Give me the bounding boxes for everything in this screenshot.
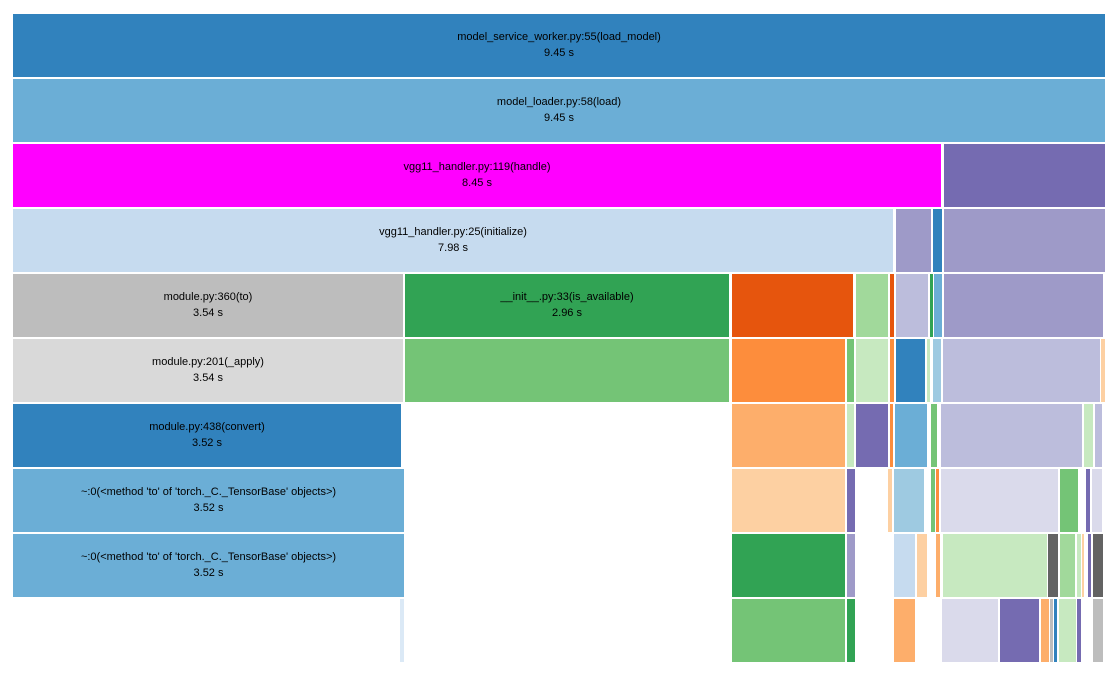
- frame-fragment[interactable]: [927, 339, 930, 402]
- frame-fragment[interactable]: [732, 404, 845, 467]
- frame-fragment[interactable]: [933, 209, 942, 272]
- frame-fragment[interactable]: [931, 469, 935, 532]
- frame-fragment[interactable]: [732, 534, 845, 597]
- frame-fragment[interactable]: [933, 339, 941, 402]
- frame-fragment[interactable]: [1088, 534, 1091, 597]
- frame-fragment[interactable]: [894, 469, 924, 532]
- frame-time: 3.54 s: [193, 307, 223, 319]
- frame-fragment[interactable]: [942, 599, 998, 662]
- frame-fragment[interactable]: [930, 274, 933, 337]
- frame-time: 9.45 s: [544, 47, 574, 59]
- frame-label: vgg11_handler.py:25(initialize): [379, 226, 527, 238]
- frame-fragment[interactable]: [1059, 599, 1076, 662]
- frame-fragment[interactable]: [847, 404, 854, 467]
- frame-label: model_service_worker.py:55(load_model): [457, 31, 661, 43]
- frame-time: 9.45 s: [544, 112, 574, 124]
- frame-time: 7.98 s: [438, 242, 468, 254]
- frame-fragment[interactable]: [400, 599, 404, 662]
- frame-time: 3.54 s: [193, 372, 223, 384]
- frame-block[interactable]: model_service_worker.py:55(load_model) 9.…: [13, 14, 1105, 77]
- frame-block[interactable]: __init__.py:33(is_available) 2.96 s: [405, 274, 729, 337]
- frame-fragment[interactable]: [1048, 534, 1058, 597]
- frame-label: module.py:201(_apply): [152, 356, 264, 368]
- frame-label: module.py:360(to): [163, 291, 253, 303]
- frame-fragment[interactable]: [1101, 339, 1105, 402]
- frame-fragment[interactable]: [856, 274, 888, 337]
- frame-block[interactable]: vgg11_handler.py:25(initialize) 7.98 s: [13, 209, 893, 272]
- frame-time: 3.52 s: [192, 437, 222, 449]
- frame-fragment[interactable]: [944, 144, 1105, 207]
- frame-fragment[interactable]: [1093, 534, 1103, 597]
- frame-time: 2.96 s: [552, 307, 582, 319]
- frame-fragment[interactable]: [1054, 599, 1057, 662]
- frame-fragment[interactable]: [1041, 599, 1049, 662]
- frame-label: __init__.py:33(is_available): [500, 291, 634, 303]
- frame-fragment[interactable]: [890, 404, 893, 467]
- frame-fragment[interactable]: [847, 469, 855, 532]
- frame-fragment[interactable]: [732, 469, 845, 532]
- frame-fragment[interactable]: [936, 534, 940, 597]
- frame-fragment[interactable]: [856, 404, 888, 467]
- frame-fragment[interactable]: [732, 339, 845, 402]
- frame-fragment[interactable]: [941, 469, 1058, 532]
- frame-fragment[interactable]: [847, 339, 854, 402]
- frame-fragment[interactable]: [936, 469, 939, 532]
- frame-label: model_loader.py:58(load): [496, 96, 622, 108]
- frame-fragment[interactable]: [894, 534, 915, 597]
- frame-fragment[interactable]: [894, 599, 915, 662]
- frame-fragment[interactable]: [890, 274, 894, 337]
- frame-block[interactable]: module.py:360(to) 3.54 s: [13, 274, 403, 337]
- frame-fragment[interactable]: [1093, 599, 1103, 662]
- frame-block[interactable]: vgg11_handler.py:119(handle) 8.45 s: [13, 144, 941, 207]
- frame-fragment[interactable]: [888, 469, 892, 532]
- frame-fragment[interactable]: [943, 339, 1100, 402]
- frame-fragment[interactable]: [1095, 404, 1102, 467]
- frame-fragment[interactable]: [1086, 469, 1090, 532]
- frame-fragment[interactable]: [934, 274, 942, 337]
- frame-block[interactable]: ~:0(<method 'to' of 'torch._C._TensorBas…: [13, 534, 404, 597]
- frame-fragment[interactable]: [895, 404, 927, 467]
- frame-block[interactable]: model_loader.py:58(load) 9.45 s: [13, 79, 1105, 142]
- frame-fragment[interactable]: [847, 599, 855, 662]
- frame-fragment[interactable]: [944, 209, 1105, 272]
- frame-fragment[interactable]: [1084, 404, 1093, 467]
- frame-fragment[interactable]: [1077, 599, 1081, 662]
- frame-fragment[interactable]: [944, 274, 1103, 337]
- frame-fragment[interactable]: [1077, 534, 1081, 597]
- frame-fragment[interactable]: [896, 209, 931, 272]
- frame-fragment[interactable]: [1000, 599, 1039, 662]
- frame-block[interactable]: module.py:438(convert) 3.52 s: [13, 404, 401, 467]
- frame-time: 8.45 s: [462, 177, 492, 189]
- frame-block[interactable]: ~:0(<method 'to' of 'torch._C._TensorBas…: [13, 469, 404, 532]
- frame-fragment[interactable]: [896, 339, 925, 402]
- frame-fragment[interactable]: [1082, 534, 1084, 597]
- frame-fragment[interactable]: [943, 534, 1047, 597]
- frame-fragment[interactable]: [1092, 469, 1102, 532]
- frame-time: 3.52 s: [193, 567, 224, 579]
- frame-fragment[interactable]: [1060, 469, 1078, 532]
- frame-label: ~:0(<method 'to' of 'torch._C._TensorBas…: [80, 551, 337, 563]
- frame-fragment[interactable]: [896, 274, 928, 337]
- frame-fragment[interactable]: [847, 534, 855, 597]
- frame-fragment[interactable]: [941, 404, 1082, 467]
- frame-fragment[interactable]: [931, 404, 937, 467]
- frame-fragment[interactable]: [856, 339, 888, 402]
- frame-fragment[interactable]: [890, 339, 894, 402]
- frame-fragment[interactable]: [405, 339, 729, 402]
- frame-label: ~:0(<method 'to' of 'torch._C._TensorBas…: [80, 486, 337, 498]
- frame-fragment[interactable]: [1050, 599, 1053, 662]
- frame-fragment[interactable]: [917, 534, 927, 597]
- frame-fragment[interactable]: [732, 274, 853, 337]
- frame-block[interactable]: module.py:201(_apply) 3.54 s: [13, 339, 403, 402]
- frame-time: 3.52 s: [193, 502, 224, 514]
- frame-fragment[interactable]: [732, 599, 845, 662]
- frame-label: vgg11_handler.py:119(handle): [403, 161, 551, 173]
- frame-label: module.py:438(convert): [149, 421, 265, 433]
- frame-fragment[interactable]: [1060, 534, 1075, 597]
